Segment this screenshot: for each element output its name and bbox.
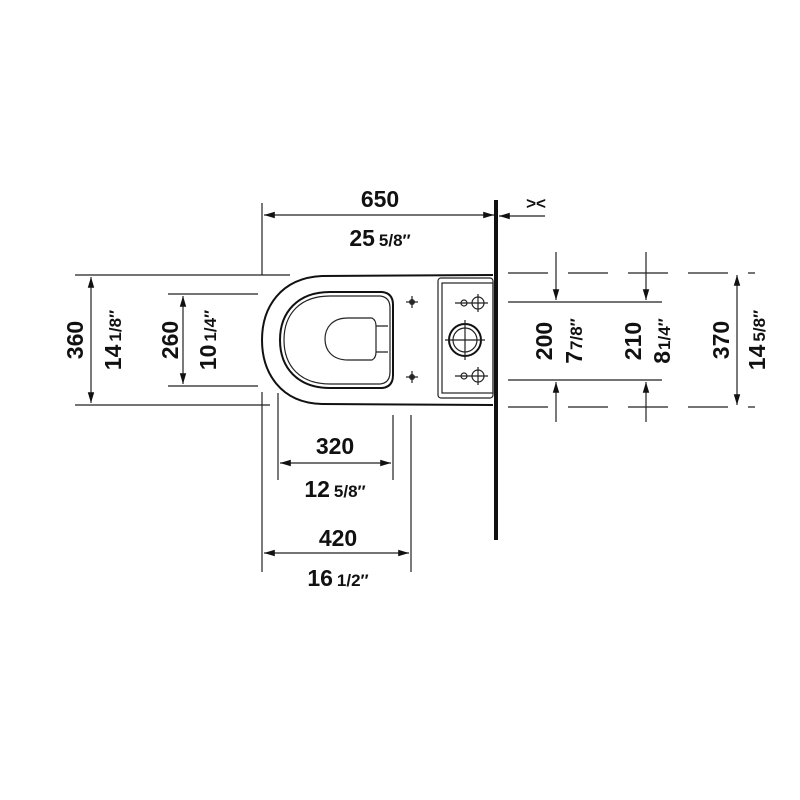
svg-text:81/4″: 81/4″ xyxy=(649,318,675,364)
svg-text:255/8″: 255/8″ xyxy=(349,225,410,251)
svg-text:125/8″: 125/8″ xyxy=(304,476,365,502)
dimension-depth-360: 360 141/8″ xyxy=(62,274,290,406)
toilet-top-view xyxy=(260,274,494,406)
svg-text:101/4″: 101/4″ xyxy=(195,310,221,370)
svg-text:650: 650 xyxy=(361,186,399,212)
dimension-right-extensions xyxy=(508,272,755,408)
svg-text:360: 360 xyxy=(62,321,88,359)
svg-text:141/8″: 141/8″ xyxy=(100,310,126,370)
svg-text:320: 320 xyxy=(316,433,354,459)
svg-text:77/8″: 77/8″ xyxy=(561,318,587,364)
svg-text:370: 370 xyxy=(708,321,734,359)
svg-text:><: >< xyxy=(526,194,546,213)
svg-text:161/2″: 161/2″ xyxy=(307,565,368,591)
svg-text:260: 260 xyxy=(157,321,183,359)
dimension-200: 200 77/8″ xyxy=(531,252,587,422)
svg-text:200: 200 xyxy=(531,322,557,360)
dimension-210: 210 81/4″ xyxy=(620,252,675,422)
dimension-seat-260: 260 101/4″ xyxy=(157,293,258,387)
svg-text:145/8″: 145/8″ xyxy=(744,310,770,370)
svg-text:420: 420 xyxy=(319,525,357,551)
dimension-370: 370 145/8″ xyxy=(708,275,770,405)
svg-text:210: 210 xyxy=(620,322,646,360)
